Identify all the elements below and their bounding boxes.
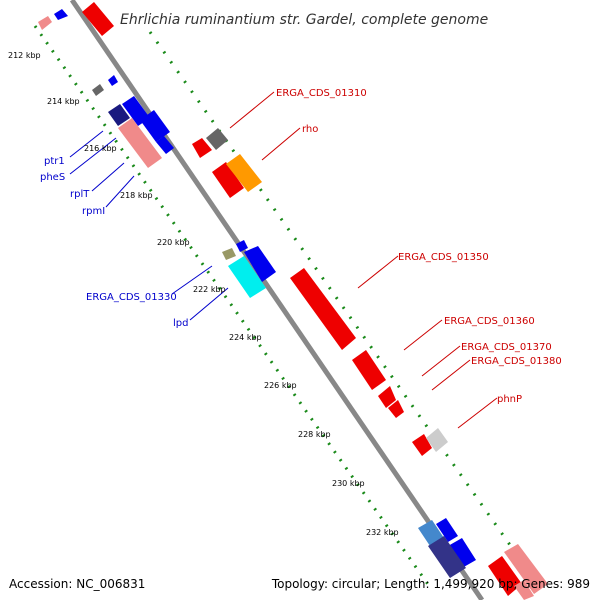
leader-line [105, 175, 135, 208]
tick-label: 228 kbp [298, 430, 331, 439]
cds-feature[interactable] [436, 518, 458, 542]
cds-feature[interactable] [108, 104, 130, 126]
cds-feature[interactable] [38, 16, 52, 30]
genome-backbone [69, 0, 485, 600]
cds-feature[interactable] [514, 580, 534, 600]
feature-label[interactable]: pheS [40, 172, 65, 183]
cds-feature[interactable] [290, 268, 356, 350]
cds-feature[interactable] [378, 386, 396, 408]
cds-feature[interactable] [228, 256, 266, 298]
gc-track-inner [33, 25, 434, 591]
feature-label[interactable]: phnP [497, 394, 522, 405]
feature-label[interactable]: ERGA_CDS_01370 [461, 342, 552, 353]
cds-feature[interactable] [504, 544, 548, 594]
leader-line [261, 127, 301, 161]
tick-label: 214 kbp [47, 97, 80, 106]
cds-feature[interactable] [156, 136, 174, 154]
cds-feature[interactable] [412, 434, 432, 456]
feature-label[interactable]: rpmI [82, 206, 105, 217]
cds-feature[interactable] [92, 84, 104, 96]
leader-line [69, 137, 117, 175]
leader-line [431, 359, 471, 391]
features-outer [82, 2, 548, 600]
tick-label: 222 kbp [193, 285, 226, 294]
feature-label[interactable]: rho [302, 124, 318, 135]
tick-label: 218 kbp [120, 191, 153, 200]
cds-feature[interactable] [352, 350, 386, 390]
tick-label: 230 kbp [332, 479, 365, 488]
leader-line [171, 265, 213, 295]
tick-label: 232 kbp [366, 528, 399, 537]
cds-feature[interactable] [426, 428, 448, 452]
cds-feature[interactable] [54, 9, 68, 20]
feature-label[interactable]: rplT [70, 189, 90, 200]
cds-feature[interactable] [428, 536, 466, 578]
cds-feature[interactable] [222, 248, 236, 260]
feature-label[interactable]: ERGA_CDS_01360 [444, 316, 535, 327]
cds-feature[interactable] [236, 240, 248, 252]
labels-left: ptr1 pheS rplT rpmI ERGA_CDS_01330 lpd [40, 156, 188, 329]
map-title: Ehrlichia ruminantium str. Gardel, compl… [120, 12, 488, 28]
feature-label[interactable]: ERGA_CDS_01350 [398, 252, 489, 263]
cds-feature[interactable] [388, 400, 404, 418]
tick-labels: 212 kbp 214 kbp 216 kbp 218 kbp 220 kbp … [8, 51, 399, 537]
tick-label: 220 kbp [157, 238, 190, 247]
tick-label: 212 kbp [8, 51, 41, 60]
cds-feature[interactable] [244, 246, 276, 282]
leader-line [357, 255, 399, 289]
leader-line [69, 130, 104, 158]
feature-label[interactable]: ERGA_CDS_01380 [471, 356, 562, 367]
leader-line [229, 91, 275, 129]
leader-line [189, 287, 229, 321]
labels-right: ERGA_CDS_01310 rho ERGA_CDS_01350 ERGA_C… [276, 88, 562, 405]
cds-feature[interactable] [226, 154, 262, 192]
cds-feature[interactable] [118, 118, 162, 168]
gc-track-outer [148, 31, 512, 546]
cds-feature[interactable] [448, 538, 476, 568]
leader-line [91, 162, 125, 192]
features-inner [38, 9, 476, 578]
cds-feature[interactable] [192, 138, 212, 158]
cds-feature[interactable] [206, 128, 228, 150]
genome-summary-text: Topology: circular; Length: 1,499,920 bp… [271, 577, 590, 591]
feature-label[interactable]: lpd [173, 318, 188, 329]
feature-label[interactable]: ERGA_CDS_01330 [86, 292, 177, 303]
cds-feature[interactable] [82, 2, 114, 36]
feature-label[interactable]: ptr1 [44, 156, 65, 167]
accession-text: Accession: NC_006831 [9, 577, 146, 591]
leader-line [403, 319, 443, 351]
cds-feature[interactable] [108, 75, 118, 86]
tick-label: 224 kbp [229, 333, 262, 342]
leader-line [421, 345, 461, 377]
label-leaders [69, 91, 498, 429]
tick-label: 216 kbp [84, 144, 117, 153]
cds-feature[interactable] [488, 556, 522, 596]
tick-label: 226 kbp [264, 381, 297, 390]
feature-label[interactable]: ERGA_CDS_01310 [276, 88, 367, 99]
cds-feature[interactable] [140, 110, 170, 142]
cds-feature[interactable] [212, 162, 244, 198]
leader-line [457, 397, 498, 429]
